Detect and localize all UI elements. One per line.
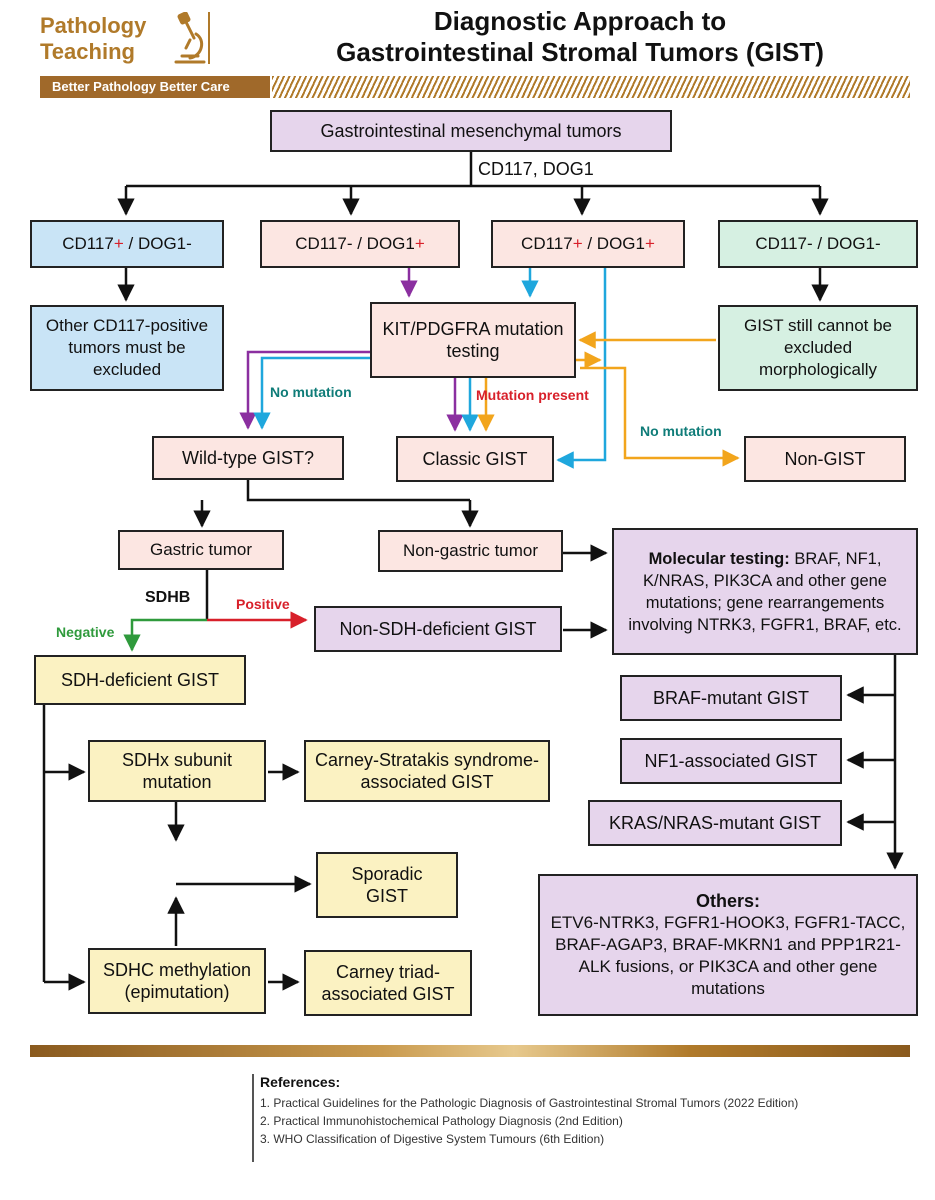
decorative-footer-bar xyxy=(30,1045,910,1057)
logo-text-line2: Teaching xyxy=(40,39,135,64)
title-line2: Gastrointestinal Stromal Tumors (GIST) xyxy=(336,37,824,67)
node-gi-mesenchymal-tumors: Gastrointestinal mesenchymal tumors xyxy=(270,110,672,152)
edge-wildtype-trunk xyxy=(246,480,470,502)
references-title: References: xyxy=(260,1074,341,1090)
logo: Pathology Teaching xyxy=(40,12,210,72)
edge-negative-to-sdh-deficient xyxy=(123,618,207,652)
reference-item: 1. Practical Guidelines for the Patholog… xyxy=(260,1096,799,1110)
molecular-testing-heading: Molecular testing: xyxy=(648,549,790,568)
node-classic-gist: Classic GIST xyxy=(396,436,554,482)
label-mutation-present: Mutation present xyxy=(476,387,589,403)
label-no-mutation-right: No mutation xyxy=(640,423,722,439)
label-no-mutation-left: No mutation xyxy=(270,384,352,400)
node-cd117pos-dog1neg: CD117+ / DOG1- xyxy=(30,220,224,268)
edge-orange-to-non-gist xyxy=(580,366,740,467)
references: References: 1. Practical Guidelines for … xyxy=(252,1072,910,1162)
node-sdh-deficient-gist: SDH-deficient GIST xyxy=(34,655,246,705)
text-part: / DOG1 xyxy=(582,234,645,253)
edge-cyan-to-wildtype xyxy=(253,356,370,430)
node-wild-type-gist: Wild-type GIST? xyxy=(152,436,344,480)
node-nf1-associated-gist: NF1-associated GIST xyxy=(620,738,842,784)
molecular-testing-body: BRAF, NF1, K/NRAS, PIK3CA and other gene… xyxy=(628,549,902,634)
node-non-gastric-tumor: Non-gastric tumor xyxy=(378,530,563,572)
plus-sign: + xyxy=(645,234,655,253)
node-other-cd117-tumors: Other CD117-positive tumors must be excl… xyxy=(30,305,224,391)
node-cd117neg-dog1pos: CD117- / DOG1+ xyxy=(260,220,460,268)
title-line1: Diagnostic Approach to xyxy=(433,6,727,36)
cd117pos-dog1pos-text: CD117+ / DOG1+ xyxy=(521,233,655,255)
edge-purple-to-wildtype xyxy=(239,350,370,430)
plus-sign: + xyxy=(572,234,583,253)
plus-sign: + xyxy=(113,234,124,253)
node-kras-nras-mutant-gist: KRAS/NRAS-mutant GIST xyxy=(588,800,842,846)
node-cd117neg-dog1neg: CD117- / DOG1- xyxy=(718,220,918,268)
label-stains: CD117, DOG1 xyxy=(478,159,594,179)
node-gist-cannot-be-excluded: GIST still cannot be excluded morphologi… xyxy=(718,305,918,391)
text-part: / DOG1- xyxy=(123,234,192,253)
node-mutation-testing: KIT/PDGFRA mutation testing xyxy=(370,302,576,378)
node-carney-triad-gist: Carney triad-associated GIST xyxy=(304,950,472,1016)
text-part: CD117 xyxy=(521,234,573,253)
text-part: CD117 xyxy=(62,234,114,253)
node-others: Others: ETV6-NTRK3, FGFR1-HOOK3, FGFR1-T… xyxy=(538,874,918,1016)
others-body: ETV6-NTRK3, FGFR1-HOOK3, FGFR1-TACC, BRA… xyxy=(550,913,906,998)
label-sdhb: SDHB xyxy=(145,589,191,606)
logo-text-line1: Pathology xyxy=(40,13,147,38)
node-molecular-testing: Molecular testing: BRAF, NF1, K/NRAS, PI… xyxy=(612,528,918,655)
node-non-sdh-deficient-gist: Non-SDH-deficient GIST xyxy=(314,606,562,652)
edge-cyan-dual-positive-to-classic xyxy=(556,268,607,469)
logo-divider xyxy=(208,12,210,64)
label-negative: Negative xyxy=(56,624,115,640)
node-braf-mutant-gist: BRAF-mutant GIST xyxy=(620,675,842,721)
cd117pos-dog1neg-text: CD117+ / DOG1- xyxy=(62,233,192,255)
decorative-stripe-bar xyxy=(272,76,910,98)
reference-item: 2. Practical Immunohistochemical Patholo… xyxy=(260,1114,623,1128)
microscope-icon xyxy=(174,12,206,64)
node-sporadic-gist: Sporadic GIST xyxy=(316,852,458,918)
node-carney-stratakis-gist: Carney-Stratakis syndrome-associated GIS… xyxy=(304,740,550,802)
references-divider xyxy=(252,1074,254,1162)
node-gastric-tumor: Gastric tumor xyxy=(118,530,284,570)
page-title: Diagnostic Approach to Gastrointestinal … xyxy=(250,6,910,68)
node-non-gist: Non-GIST xyxy=(744,436,906,482)
others-heading: Others: xyxy=(695,891,760,911)
node-sdhc-methylation: SDHC methylation (epimutation) xyxy=(88,948,266,1014)
cd117neg-dog1pos-text: CD117- / DOG1+ xyxy=(295,233,425,255)
text-part: CD117- / DOG1 xyxy=(295,234,415,253)
label-positive: Positive xyxy=(236,596,290,612)
tagline: Better Pathology Better Care xyxy=(40,76,270,98)
node-sdhx-subunit-mutation: SDHx subunit mutation xyxy=(88,740,266,802)
plus-sign: + xyxy=(414,234,425,253)
molecular-testing-text: Molecular testing: BRAF, NF1, K/NRAS, PI… xyxy=(622,548,908,636)
node-cd117pos-dog1pos: CD117+ / DOG1+ xyxy=(491,220,685,268)
reference-item: 3. WHO Classification of Digestive Syste… xyxy=(260,1132,605,1146)
